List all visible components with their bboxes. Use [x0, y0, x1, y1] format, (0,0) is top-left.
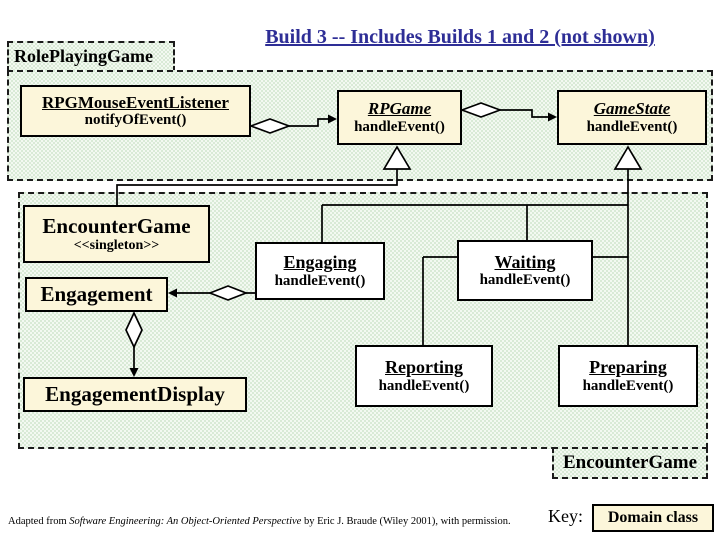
- class-box-gamestate: GameState handleEvent(): [557, 90, 707, 145]
- footer-prefix: Adapted from: [8, 516, 70, 527]
- class-method: handleEvent(): [274, 272, 366, 289]
- package-tab-roleplayinggame: RolePlayingGame: [7, 41, 175, 72]
- slide-title: Build 3 -- Includes Builds 1 and 2 (not …: [265, 26, 655, 48]
- class-name: RPGame: [367, 99, 432, 119]
- class-name: Engaging: [283, 252, 357, 273]
- class-box-preparing: Preparing handleEvent(): [558, 345, 698, 407]
- class-box-engagementdisplay: EngagementDisplay: [23, 377, 247, 412]
- attribution-footer: Adapted from Software Engineering: An Ob…: [8, 516, 548, 527]
- class-name: EngagementDisplay: [45, 382, 225, 407]
- class-name: GameState: [593, 99, 671, 119]
- class-name: Waiting: [494, 251, 556, 272]
- class-stereotype: <<singleton>>: [73, 238, 160, 254]
- class-method: notifyOfEvent(): [84, 112, 187, 129]
- footer-suffix: by Eric J. Braude (Wiley 2001), with per…: [301, 516, 511, 527]
- class-box-encountergame: EncounterGame <<singleton>>: [23, 205, 210, 263]
- class-name: EncounterGame: [42, 213, 191, 238]
- class-method: handleEvent(): [586, 118, 678, 135]
- class-name: Preparing: [589, 357, 667, 378]
- class-box-engaging: Engaging handleEvent(): [255, 242, 385, 300]
- class-method: handleEvent(): [582, 377, 674, 394]
- key-label: Key:: [548, 506, 583, 526]
- footer-book-title: Software Engineering: An Object-Oriented…: [69, 516, 302, 527]
- class-box-engagement: Engagement: [25, 277, 168, 312]
- key-domain-class-box: Domain class: [592, 504, 714, 532]
- class-name: Reporting: [385, 357, 463, 378]
- class-name: Engagement: [40, 282, 153, 307]
- package-label: EncounterGame: [562, 452, 698, 473]
- class-box-rpgmouseeventlistener: RPGMouseEventListener notifyOfEvent(): [20, 85, 251, 137]
- class-method: handleEvent(): [479, 272, 571, 289]
- class-box-rpgame: RPGame handleEvent(): [337, 90, 462, 145]
- class-name: RPGMouseEventListener: [42, 92, 229, 112]
- class-method: handleEvent(): [354, 118, 445, 135]
- package-label: RolePlayingGame: [14, 46, 153, 66]
- class-box-waiting: Waiting handleEvent(): [457, 240, 593, 301]
- class-method: handleEvent(): [378, 377, 470, 394]
- package-tab-encountergame: EncounterGame: [552, 447, 708, 479]
- key-value: Domain class: [607, 508, 699, 526]
- class-box-reporting: Reporting handleEvent(): [355, 345, 493, 407]
